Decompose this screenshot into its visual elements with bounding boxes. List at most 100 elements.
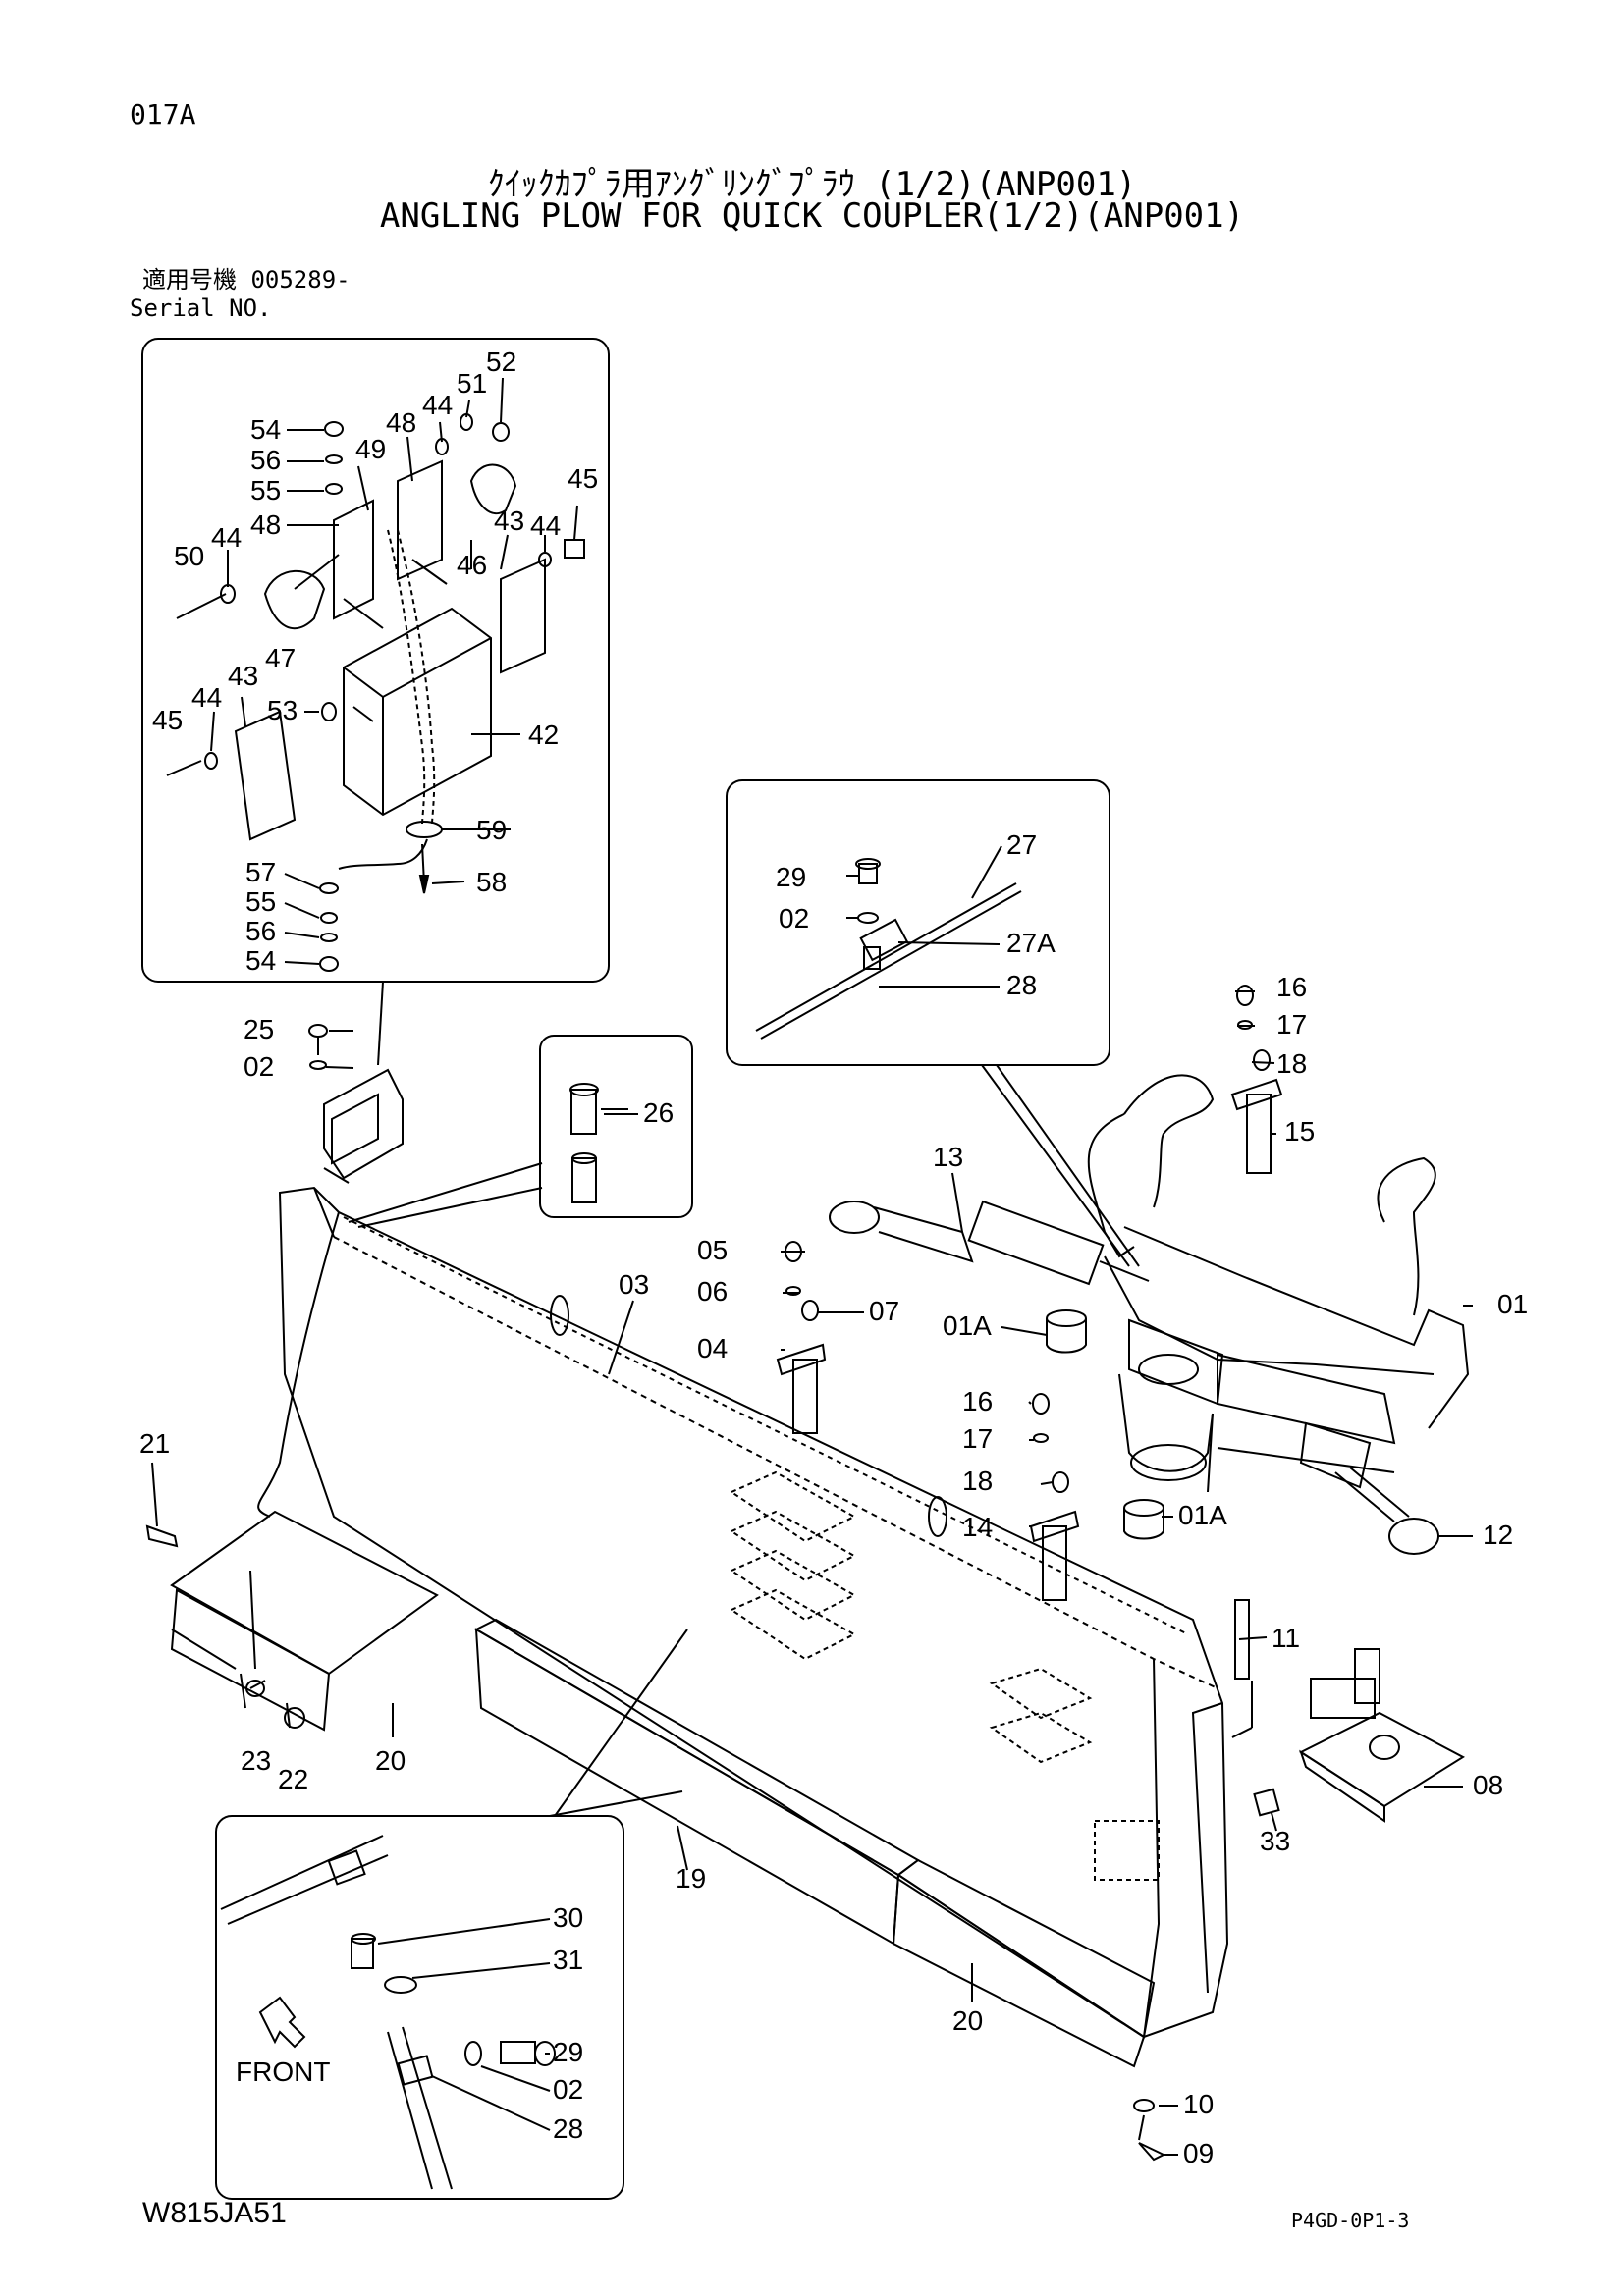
title-japanese: ｸｲｯｸｶﾌﾟﾗ用ｱﾝｸﾞﾘﾝｸﾞﾌﾟﾗｳ (1/2)(ANP001) bbox=[487, 165, 1137, 204]
lamp-cable-1 bbox=[387, 529, 426, 826]
blade-lamp-bolt bbox=[308, 1024, 328, 1070]
callout-label: 50 bbox=[174, 541, 204, 571]
callout-label: 45 bbox=[152, 705, 183, 735]
callout-label: 20 bbox=[952, 2005, 983, 2036]
callout-label: 17 bbox=[1276, 1009, 1307, 1040]
page-code: 017A bbox=[130, 98, 196, 131]
callout-label: 18 bbox=[962, 1466, 993, 1496]
lamp-housing bbox=[343, 607, 492, 817]
washer-23 bbox=[245, 1680, 265, 1697]
callout-label: 51 bbox=[457, 368, 487, 399]
inset-fasteners bbox=[166, 413, 585, 972]
callout-label: 22 bbox=[278, 1764, 308, 1794]
callout-label: 28 bbox=[553, 2113, 583, 2144]
callout-label: 08 bbox=[1473, 1770, 1503, 1800]
callout-label: 05 bbox=[697, 1235, 728, 1265]
callout-label: 25 bbox=[244, 1014, 274, 1044]
callout-label: 48 bbox=[386, 407, 416, 438]
lens-cover-left bbox=[234, 710, 297, 841]
callout-label: 21 bbox=[139, 1428, 170, 1459]
bolt-21 bbox=[145, 1524, 179, 1548]
serial-label-japanese: 適用号機 005289- bbox=[142, 266, 351, 294]
callout-label: 44 bbox=[211, 522, 242, 553]
pin-15 bbox=[1230, 985, 1283, 1174]
blade-moldboard bbox=[257, 1186, 1229, 2039]
callout-label: 44 bbox=[530, 510, 561, 541]
callout-label: 53 bbox=[267, 695, 298, 725]
inset-pin-leader bbox=[348, 1162, 543, 1223]
title-english: ANGLING PLOW FOR QUICK COUPLER(1/2)(ANP0… bbox=[379, 196, 1245, 236]
callout-label: 55 bbox=[250, 475, 281, 506]
callout-label: 01 bbox=[1497, 1289, 1528, 1319]
reference-code: P4GD-0P1-3 bbox=[1291, 2209, 1410, 2232]
cylinder-upper bbox=[829, 1200, 1150, 1286]
callout-label: 46 bbox=[457, 550, 487, 580]
pivot-bracket bbox=[1298, 1648, 1466, 1823]
inset-hose-leader-2 bbox=[996, 1064, 1140, 1267]
inset-lamp-assembly bbox=[141, 338, 610, 983]
callout-label: 01A bbox=[1178, 1500, 1227, 1530]
callout-label: 10 bbox=[1183, 2089, 1214, 2119]
lamp-lens-right bbox=[469, 463, 517, 515]
cylinder-lower bbox=[1299, 1421, 1439, 1555]
blade-lamp bbox=[323, 1068, 404, 1184]
inset-pin bbox=[539, 1035, 693, 1218]
callout-label: 43 bbox=[228, 661, 258, 691]
callout-label: 27 bbox=[1006, 829, 1037, 860]
callout-label: 49 bbox=[355, 434, 386, 464]
callout-label: 13 bbox=[933, 1142, 963, 1172]
cable-terminal bbox=[418, 875, 430, 894]
callout-label: 42 bbox=[528, 720, 559, 750]
callout-label: 01A bbox=[943, 1310, 992, 1341]
inset1-leaders bbox=[210, 377, 578, 965]
inset-front-detail bbox=[215, 1815, 624, 2200]
callout-label: 54 bbox=[250, 414, 281, 445]
callout-label: 18 bbox=[1276, 1048, 1307, 1079]
callout-label: 52 bbox=[486, 347, 516, 377]
callout-label: 29 bbox=[776, 862, 806, 892]
callout-label: 58 bbox=[476, 867, 507, 897]
callout-label: 02 bbox=[244, 1051, 274, 1082]
callout-label: 28 bbox=[1006, 970, 1037, 1000]
lamp-lens-left bbox=[263, 554, 340, 630]
callout-label: 16 bbox=[1276, 972, 1307, 1002]
callout-label: 11 bbox=[1272, 1623, 1300, 1653]
callout-label: 04 bbox=[697, 1333, 728, 1363]
callout-label: 09 bbox=[1183, 2138, 1214, 2168]
lamp-cable-2 bbox=[397, 529, 436, 826]
callout-label: 02 bbox=[779, 903, 809, 934]
callout-label: 31 bbox=[553, 1945, 583, 1975]
callout-label: 29 bbox=[553, 2037, 583, 2067]
callout-label: 20 bbox=[375, 1745, 406, 1776]
callout-label: 57 bbox=[245, 857, 276, 887]
callout-label: 12 bbox=[1483, 1520, 1513, 1550]
lift-eye-right bbox=[928, 1496, 947, 1537]
inset-lamp-leader bbox=[377, 981, 384, 1066]
callout-labels: 54 56 55 48 49 48 44 51 52 44 45 50 44 4… bbox=[139, 347, 1528, 2168]
callout-label: 02 bbox=[553, 2074, 583, 2105]
plate-33 bbox=[1253, 1788, 1280, 1817]
lamp-cable-3 bbox=[338, 838, 428, 870]
grommet bbox=[406, 821, 443, 838]
callout-label: 56 bbox=[245, 916, 276, 946]
coupler-frame bbox=[1087, 1074, 1470, 1493]
callout-label: 33 bbox=[1260, 1826, 1290, 1856]
callout-label: 43 bbox=[494, 506, 524, 536]
lens-cover-right bbox=[500, 558, 546, 674]
pin-14 bbox=[1029, 1393, 1080, 1601]
callout-label: 45 bbox=[568, 463, 598, 494]
callout-label: 23 bbox=[241, 1745, 271, 1776]
front-label: FRONT bbox=[236, 2056, 330, 2087]
callout-label: 03 bbox=[619, 1269, 649, 1300]
cutting-edges bbox=[170, 1510, 1156, 2068]
callout-label: 48 bbox=[250, 509, 281, 540]
callout-label: 30 bbox=[553, 1902, 583, 1933]
callout-label: 27A bbox=[1006, 928, 1056, 958]
pin-09 bbox=[1138, 2142, 1166, 2162]
callout-label: 14 bbox=[962, 1512, 993, 1542]
callout-label: 54 bbox=[245, 945, 276, 976]
inset-front-parts bbox=[220, 1835, 556, 2190]
callout-label: 44 bbox=[422, 390, 453, 420]
